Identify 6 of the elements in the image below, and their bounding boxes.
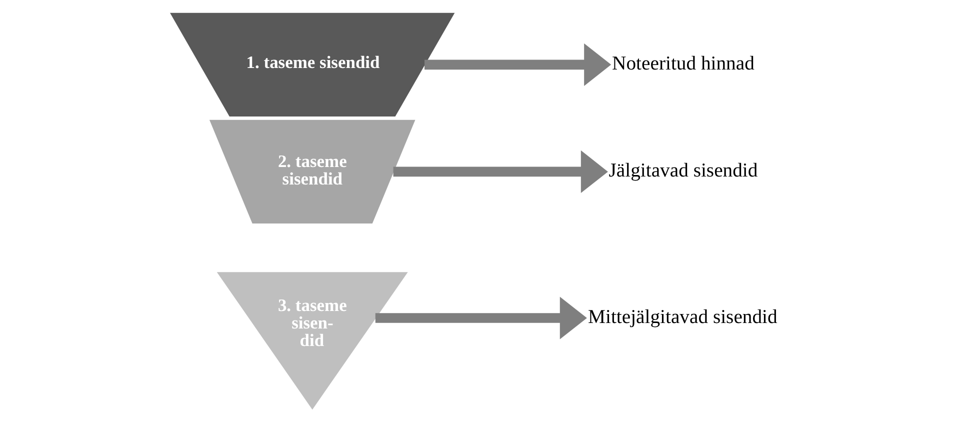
arrow <box>393 150 608 192</box>
node-text: Noteeritud hinnad <box>612 52 754 74</box>
arrow <box>424 42 612 86</box>
arrow <box>375 296 587 339</box>
node-text: Mittejälgitavad sisendid <box>588 305 778 328</box>
node-text: Jälgitavad sisendid <box>608 158 758 181</box>
